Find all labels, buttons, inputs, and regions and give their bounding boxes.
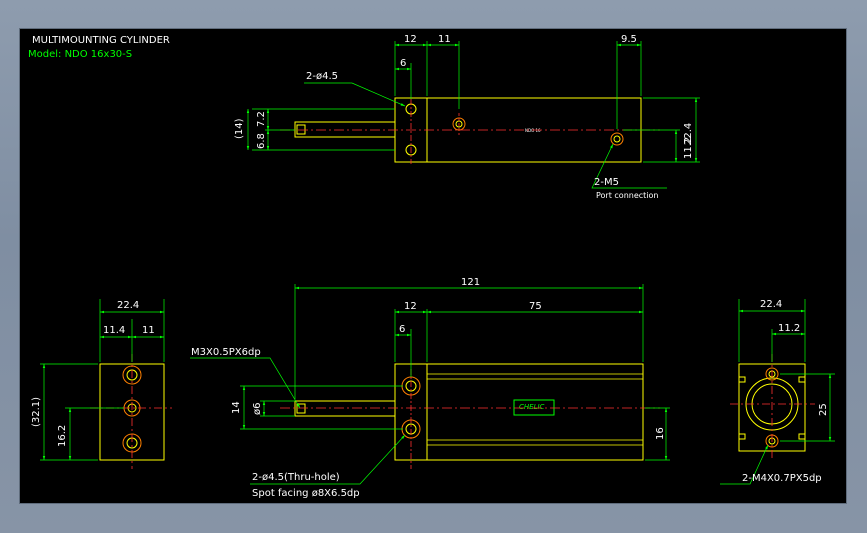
top-port-2-inner xyxy=(613,135,621,143)
drawing-canvas: MULTIMOUNTING CYLINDER Model: NDO 16x30-… xyxy=(28,34,835,499)
top-dim-14-label: (14) xyxy=(234,118,245,139)
end-tap-callout: 2-M4X0.7PX5dp xyxy=(742,473,822,484)
front-cylinder-body xyxy=(426,363,644,461)
end-tap-leader xyxy=(720,444,769,485)
end-dim-25-label: 25 xyxy=(818,403,829,416)
front-rod-leader xyxy=(190,357,301,409)
drawing-title: MULTIMOUNTING CYLINDER xyxy=(32,35,170,46)
front-spot-callout: Spot facing ø8X6.5dp xyxy=(252,488,360,499)
top-dim-7-2-label: 7.2 xyxy=(256,111,267,127)
top-body-marking: NDO 16 xyxy=(525,128,541,133)
end-slots xyxy=(739,376,805,440)
front-dim-6-label: 6 xyxy=(399,324,405,335)
top-rod-end xyxy=(296,124,306,135)
front-hole-leader xyxy=(250,434,406,485)
front-dim-121-label: 121 xyxy=(461,277,480,288)
end-tap-1 xyxy=(765,367,779,381)
front-rod-end xyxy=(296,403,306,414)
front-hole-callout: 2-ø4.5(Thru-hole) xyxy=(252,472,340,483)
top-port-2 xyxy=(610,132,624,146)
side-dim-11-4-label: 11.4 xyxy=(103,325,125,336)
top-piston-rod xyxy=(294,121,396,138)
front-piston-rod xyxy=(294,400,396,417)
top-view: NDO 16 12 11 9.5 6 2-ø4.5 (14) 7.2 6.8 xyxy=(234,34,700,200)
side-dim-32-1-label: (32.1) xyxy=(31,397,42,427)
top-dim-12-label: 12 xyxy=(404,34,417,45)
top-port-note: Port connection xyxy=(596,191,658,200)
top-dim-11-2-label: 11.2 xyxy=(683,137,694,159)
front-brand-plate xyxy=(513,399,555,416)
end-dim-22-4-label: 22.4 xyxy=(760,299,782,310)
model-label: Model: NDO 16x30-S xyxy=(28,49,132,60)
front-view: CHELIC 121 12 75 6 M3X0.5PX6dp 14 ø6 16 xyxy=(190,277,670,499)
top-dim-6-label: 6 xyxy=(400,58,406,69)
front-dim-75-label: 75 xyxy=(529,301,542,312)
side-body xyxy=(99,363,165,461)
side-dim-11-label: 11 xyxy=(142,325,155,336)
front-dim-16-label: 16 xyxy=(655,427,666,440)
top-dim-6-8-label: 6.8 xyxy=(256,133,267,149)
top-dim-11-label: 11 xyxy=(438,34,451,45)
end-dim-11-2-label: 11.2 xyxy=(778,323,800,334)
side-view: 22.4 11.4 11 (32.1) 16.2 xyxy=(31,299,172,469)
top-dim-9-5-label: 9.5 xyxy=(621,34,637,45)
front-brand-label: CHELIC xyxy=(519,403,545,411)
top-hole-leader xyxy=(304,82,406,107)
side-dim-16-2-label: 16.2 xyxy=(57,425,68,447)
front-rod-callout: M3X0.5PX6dp xyxy=(191,347,261,358)
end-view: 22.4 11.2 25 2-M4X0.7PX5dp xyxy=(720,299,835,485)
cad-viewport[interactable]: MULTIMOUNTING CYLINDER Model: NDO 16x30-… xyxy=(20,29,846,503)
top-hole-callout: 2-ø4.5 xyxy=(306,71,338,82)
front-dim-14-label: 14 xyxy=(231,401,242,414)
top-dim-22-4-label: 22.4 xyxy=(683,123,694,145)
front-dim-12-label: 12 xyxy=(404,301,417,312)
top-port-callout: 2-M5 xyxy=(594,177,619,188)
side-dim-22-4-label: 22.4 xyxy=(117,300,139,311)
front-dim-phi6-label: ø6 xyxy=(252,403,263,415)
top-port-leader xyxy=(591,143,667,189)
